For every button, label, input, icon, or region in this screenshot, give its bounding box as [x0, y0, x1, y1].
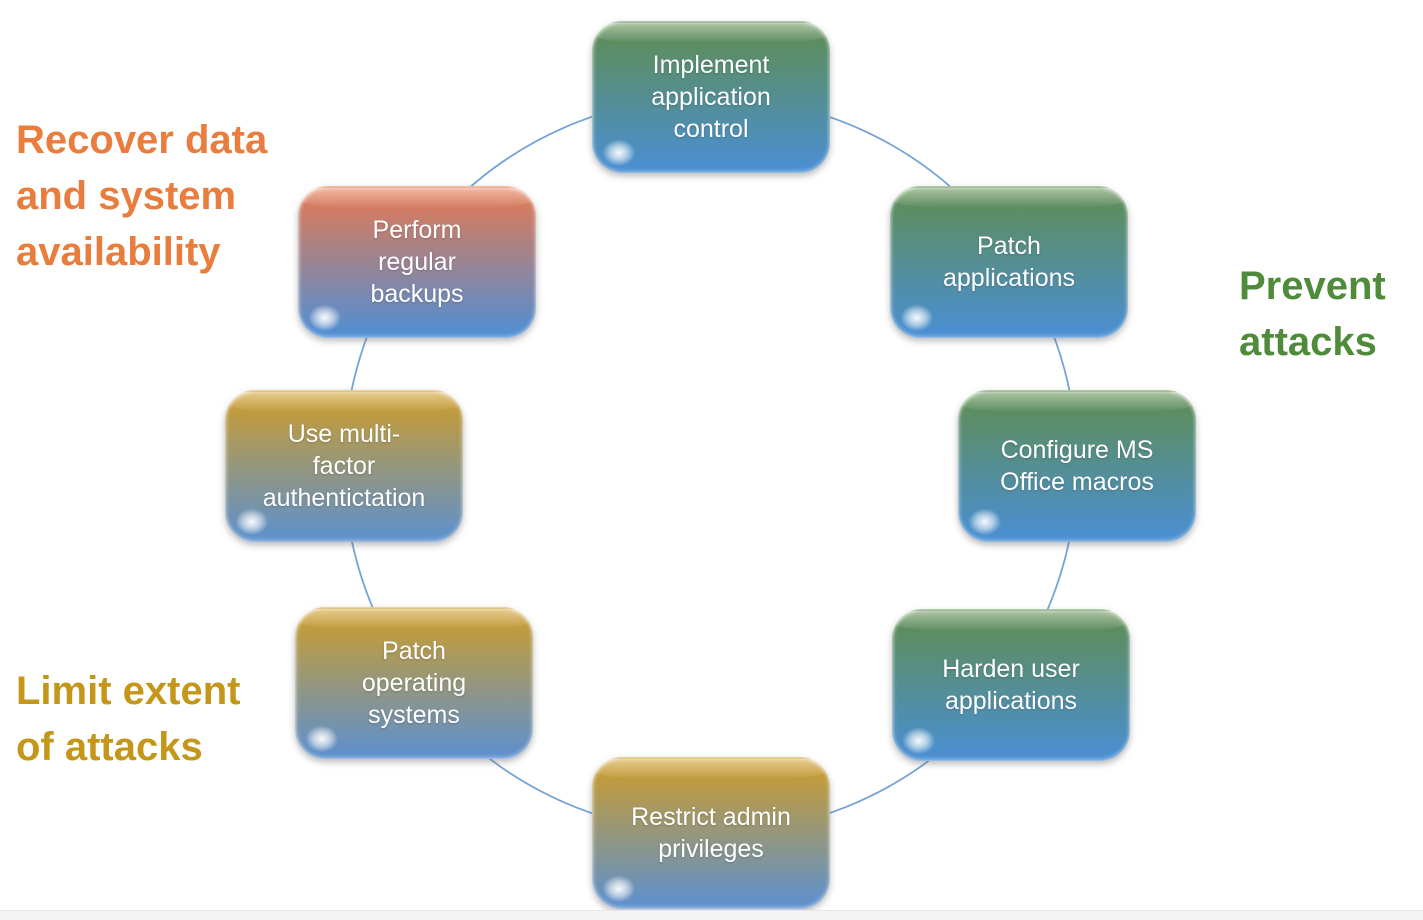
group-label-prevent: Prevent attacks	[1239, 264, 1386, 364]
cycle-node-patch-applications: Patch applications	[890, 186, 1128, 338]
node-label: Implement application control	[651, 51, 771, 143]
cycle-node-perform-regular-backups: Perform regular backups	[298, 186, 536, 338]
node-label: Use multi- factor authentictation	[262, 420, 426, 512]
node-label: Restrict admin privileges	[631, 803, 791, 863]
cycle-node-use-multi-factor-authentication: Use multi- factor authentictation	[225, 390, 463, 542]
node-label: Patch operating systems	[361, 637, 467, 729]
cycle-node-restrict-admin-privileges: Restrict admin privileges	[592, 757, 830, 909]
node-label: Patch applications	[942, 232, 1076, 292]
cycle-node-implement-application-control: Implement application control	[592, 21, 830, 173]
node-label: Perform regular backups	[370, 216, 464, 308]
cycle-node-patch-operating-systems: Patch operating systems	[295, 607, 533, 759]
node-label: Configure MS Office macros	[1000, 436, 1154, 496]
group-label-recover: Recover data and system availability	[16, 118, 268, 274]
bottom-edge-strip	[0, 910, 1423, 920]
cycle-node-harden-user-applications: Harden user applications	[892, 609, 1130, 761]
cycle-node-configure-ms-office-macros: Configure MS Office macros	[958, 390, 1196, 542]
group-label-limit: Limit extent of attacks	[16, 669, 241, 769]
node-label: Harden user applications	[942, 655, 1080, 715]
